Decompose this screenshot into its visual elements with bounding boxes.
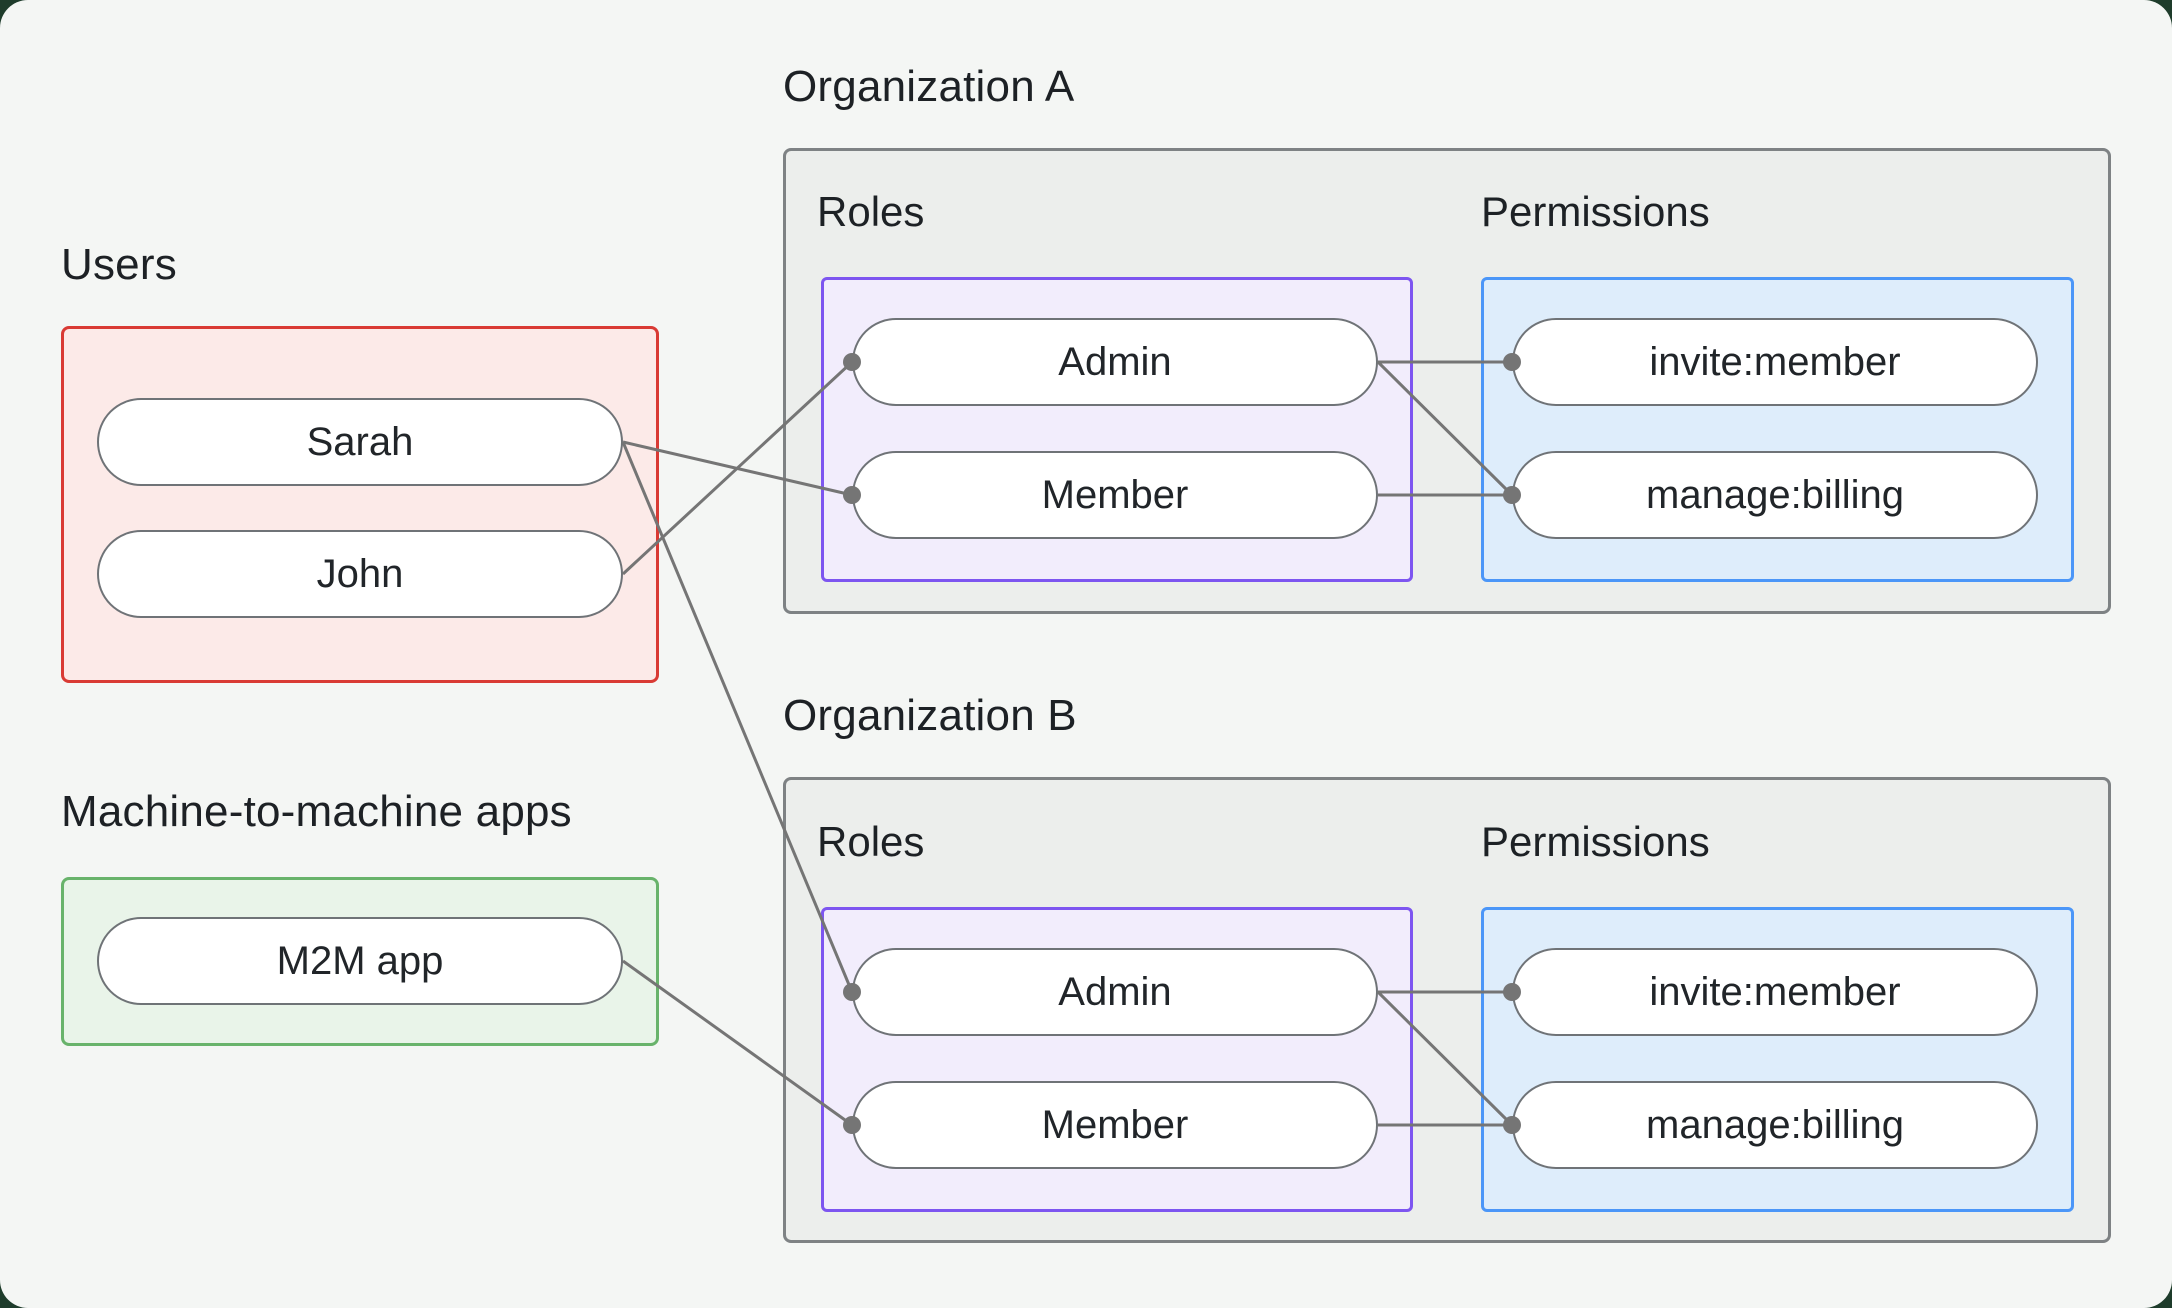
m2m-section-label: Machine-to-machine apps [61, 787, 572, 836]
users-group-box [61, 326, 659, 683]
user-node-john-label: John [316, 551, 404, 596]
org-a-title: Organization A [783, 62, 1075, 111]
org-b-permission-invite-node: invite:member [1512, 948, 2038, 1036]
org-b-role-admin-label: Admin [1058, 969, 1172, 1014]
org-a-permission-manage-label: manage:billing [1646, 472, 1904, 517]
org-b-permission-manage-node: manage:billing [1512, 1081, 2038, 1169]
org-a-role-admin-node: Admin [852, 318, 1378, 406]
user-node-sarah-label: Sarah [306, 419, 414, 464]
org-a-permission-invite-node: invite:member [1512, 318, 2038, 406]
org-a-permissions-label: Permissions [1481, 188, 1710, 235]
org-a-role-member-node: Member [852, 451, 1378, 539]
org-b-permissions-label: Permissions [1481, 818, 1710, 865]
org-b-permission-invite-label: invite:member [1649, 969, 1901, 1014]
m2m-app-node-label: M2M app [276, 938, 444, 983]
users-section-label: Users [61, 240, 177, 289]
user-node-sarah: Sarah [97, 398, 623, 486]
m2m-app-node: M2M app [97, 917, 623, 1005]
org-a-role-admin-label: Admin [1058, 339, 1172, 384]
org-a-roles-label: Roles [817, 188, 925, 235]
org-a-role-member-label: Member [1041, 472, 1189, 517]
org-b-permission-manage-label: manage:billing [1646, 1102, 1904, 1147]
org-b-role-member-node: Member [852, 1081, 1378, 1169]
org-a-permission-invite-label: invite:member [1649, 339, 1901, 384]
org-b-title: Organization B [783, 691, 1077, 740]
org-b-role-admin-node: Admin [852, 948, 1378, 1036]
org-b-role-member-label: Member [1041, 1102, 1189, 1147]
org-b-roles-label: Roles [817, 818, 925, 865]
user-node-john: John [97, 530, 623, 618]
org-a-permission-manage-node: manage:billing [1512, 451, 2038, 539]
